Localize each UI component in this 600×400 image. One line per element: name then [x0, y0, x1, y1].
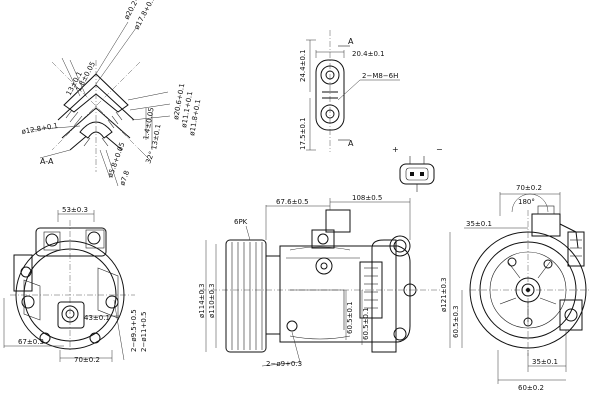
- front-width-bottom2: 60±0.2: [518, 384, 544, 392]
- fitting-view: A A 20.4±0.1 24.4±0.1 17.5±0.1 2−M8−6H: [299, 30, 400, 152]
- front-mount-h: 60.5±0.3: [452, 305, 460, 338]
- side-holes: 2−ø9+0.3: [266, 360, 302, 368]
- rear-radius: 43±0.1: [84, 314, 110, 322]
- section-label: A-A: [40, 157, 54, 166]
- fitting-height-top: 24.4±0.1: [299, 49, 307, 82]
- fitting-height-bottom: 17.5±0.1: [299, 117, 307, 150]
- section-angle: 32°: [144, 150, 156, 164]
- front-width-top: 70±0.2: [516, 184, 542, 192]
- front-body-d: ø121±0.3: [440, 277, 448, 312]
- connector-minus: −: [436, 145, 443, 154]
- front-width-bottom1: 35±0.1: [532, 358, 558, 366]
- side-pulley-d2: ø110±0.3: [208, 283, 216, 318]
- front-offset: 35±0.1: [466, 220, 492, 228]
- rear-width-top: 53±0.3: [62, 206, 88, 214]
- side-height1: 60.5±0.1: [346, 301, 354, 334]
- section-a-a-view: ø20.2+0.1 ø17.8+0.1 13±0.1 1.8±0.05 ø20.…: [21, 0, 202, 187]
- side-view: 67.6±0.5 108±0.5 6PK ø114±0.3 ø110±0.3 6…: [198, 194, 440, 368]
- connector-plus: +: [392, 145, 399, 154]
- front-angle: 180°: [518, 198, 535, 206]
- fitting-section-mark-bottom: A: [348, 139, 354, 148]
- fitting-section-mark-top: A: [348, 37, 354, 46]
- rear-holes1: 2−ø9.5+0.5: [130, 309, 138, 352]
- rear-width-bottom1: 67±0.3: [18, 338, 44, 346]
- fitting-width: 20.4±0.1: [352, 50, 385, 58]
- electrical-connector: + −: [392, 145, 443, 192]
- section-d-bottom2: ø7.8: [118, 169, 131, 186]
- fitting-thread: 2−M8−6H: [362, 72, 398, 80]
- side-length2: 108±0.5: [352, 194, 382, 202]
- rear-view: 53±0.3 43±0.1 67±0.3 70±0.2 2−ø9.5+0.5 2…: [3, 206, 148, 364]
- section-d-left: ø12.8+0.1: [21, 122, 59, 136]
- side-height2: 60.5±0.1: [362, 307, 370, 340]
- rear-holes2: 2−ø11+0.5: [140, 311, 148, 352]
- rear-width-bottom2: 70±0.2: [74, 356, 100, 364]
- side-pulley-d1: ø114±0.3: [198, 283, 206, 318]
- front-view: 70±0.2 180° 35±0.1 ø121±0.3 60.5±0.3 35±…: [440, 184, 590, 392]
- side-length1: 67.6±0.5: [276, 198, 309, 206]
- side-belt: 6PK: [234, 218, 248, 226]
